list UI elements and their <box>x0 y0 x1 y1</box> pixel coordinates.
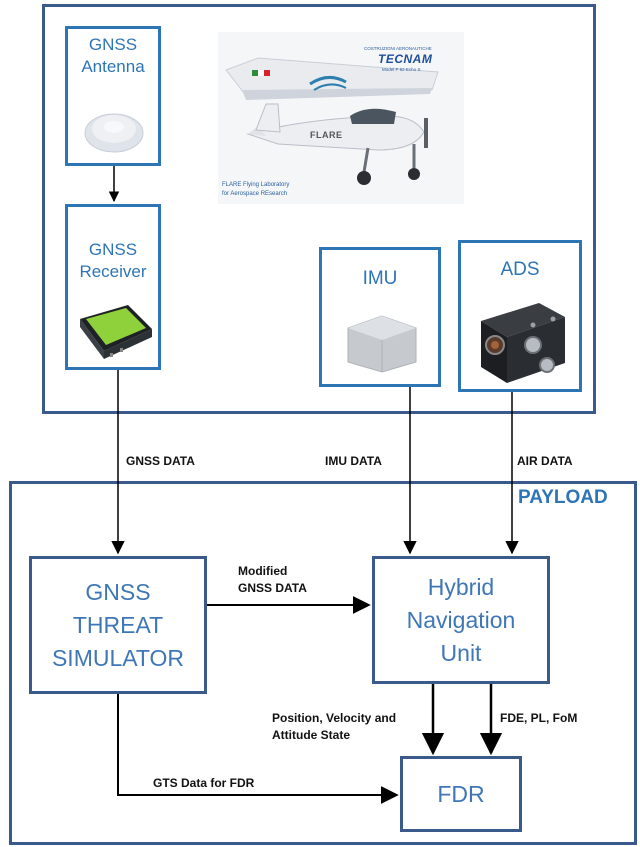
gnss-antenna-label-line2: Antenna <box>81 57 145 76</box>
pva-label-line1: Position, Velocity and <box>272 711 397 725</box>
ads-icon <box>481 303 565 383</box>
ads-box: ADS <box>458 240 582 392</box>
threat-sim-label-line1: GNSS <box>85 578 151 605</box>
gnss-receiver-label-line1: GNSS <box>88 240 138 259</box>
hnu-label-line1: Hybrid <box>427 573 495 600</box>
hybrid-navigation-unit-box: Hybrid Navigation Unit <box>372 556 550 684</box>
gnss-receiver-icon <box>80 305 152 359</box>
imu-icon <box>347 315 417 373</box>
aircraft-model: Model P 92 Echo S <box>382 67 421 72</box>
hnu-label-line3: Unit <box>440 639 482 666</box>
fde-label: FDE, PL, FoM <box>500 711 578 725</box>
ads-label: ADS <box>500 259 540 280</box>
gnss-antenna-box: GNSS Antenna <box>65 26 161 166</box>
gnss-threat-simulator-box: GNSS THREAT SIMULATOR <box>29 556 207 694</box>
fdr-label: FDR <box>437 780 485 807</box>
gts-data-arrow <box>117 694 399 804</box>
payload-title: PAYLOAD <box>518 487 608 508</box>
fdr-box: FDR <box>400 756 522 832</box>
gts-data-label: GTS Data for FDR <box>153 776 255 790</box>
gnss-antenna-icon <box>84 113 144 153</box>
aircraft-icon <box>225 57 439 185</box>
aircraft-caption-line2: for Aerospace REsearch <box>222 191 288 197</box>
air-data-label: AIR DATA <box>517 454 573 468</box>
payload-frame <box>9 481 637 845</box>
modified-gnss-label-line1: Modified <box>238 564 288 578</box>
gnss-receiver-label-line2: Receiver <box>79 262 147 281</box>
gnss-receiver-box: GNSS Receiver <box>65 204 161 370</box>
modified-gnss-label-line2: GNSS DATA <box>238 581 307 595</box>
aircraft-image: COSTRUZIONI AERONAUTICHE TECNAM Model P … <box>218 32 464 204</box>
aircraft-brand-small: COSTRUZIONI AERONAUTICHE <box>364 46 432 51</box>
imu-label: IMU <box>362 268 398 289</box>
imu-data-label: IMU DATA <box>325 454 382 468</box>
aircraft-tail-text: FLARE <box>310 130 343 140</box>
pva-label-line2: Attitude State <box>272 728 350 742</box>
threat-sim-label-line2: THREAT <box>72 611 164 638</box>
sensor-platform-frame <box>42 4 596 414</box>
aircraft-caption-line1: FLARE Flying Laboratory <box>222 182 290 188</box>
gnss-antenna-label-line1: GNSS <box>88 35 138 54</box>
threat-sim-label-line3: SIMULATOR <box>51 644 185 671</box>
hnu-label-line2: Navigation <box>406 606 516 633</box>
imu-box: IMU <box>319 247 441 387</box>
gnss-data-label: GNSS DATA <box>126 454 195 468</box>
aircraft-brand: TECNAM <box>378 52 433 66</box>
